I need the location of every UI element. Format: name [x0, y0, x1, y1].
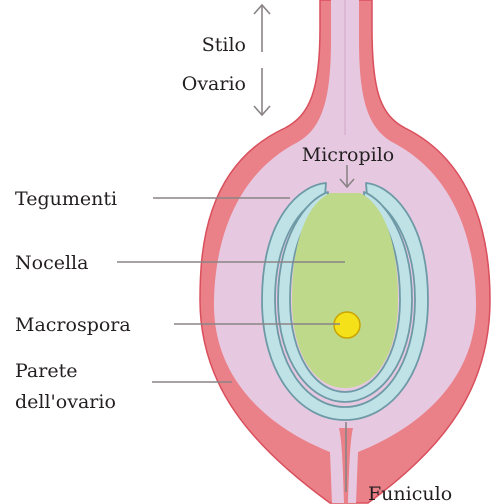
- nucellus: [292, 193, 398, 388]
- label-parete-line1: Parete: [15, 360, 77, 382]
- label-micropilo: Micropilo: [302, 144, 394, 166]
- macrospore: [334, 312, 360, 338]
- label-funiculo: Funiculo: [368, 483, 452, 504]
- label-stilo: Stilo: [202, 34, 246, 56]
- label-macrospora: Macrospora: [15, 314, 131, 336]
- label-parete-line2: dell'ovario: [15, 391, 116, 413]
- label-tegumenti: Tegumenti: [15, 188, 117, 210]
- label-nocella: Nocella: [15, 252, 88, 274]
- ovario-arrow: [254, 68, 270, 115]
- label-ovario: Ovario: [182, 73, 246, 95]
- stilo-arrow: [254, 5, 270, 52]
